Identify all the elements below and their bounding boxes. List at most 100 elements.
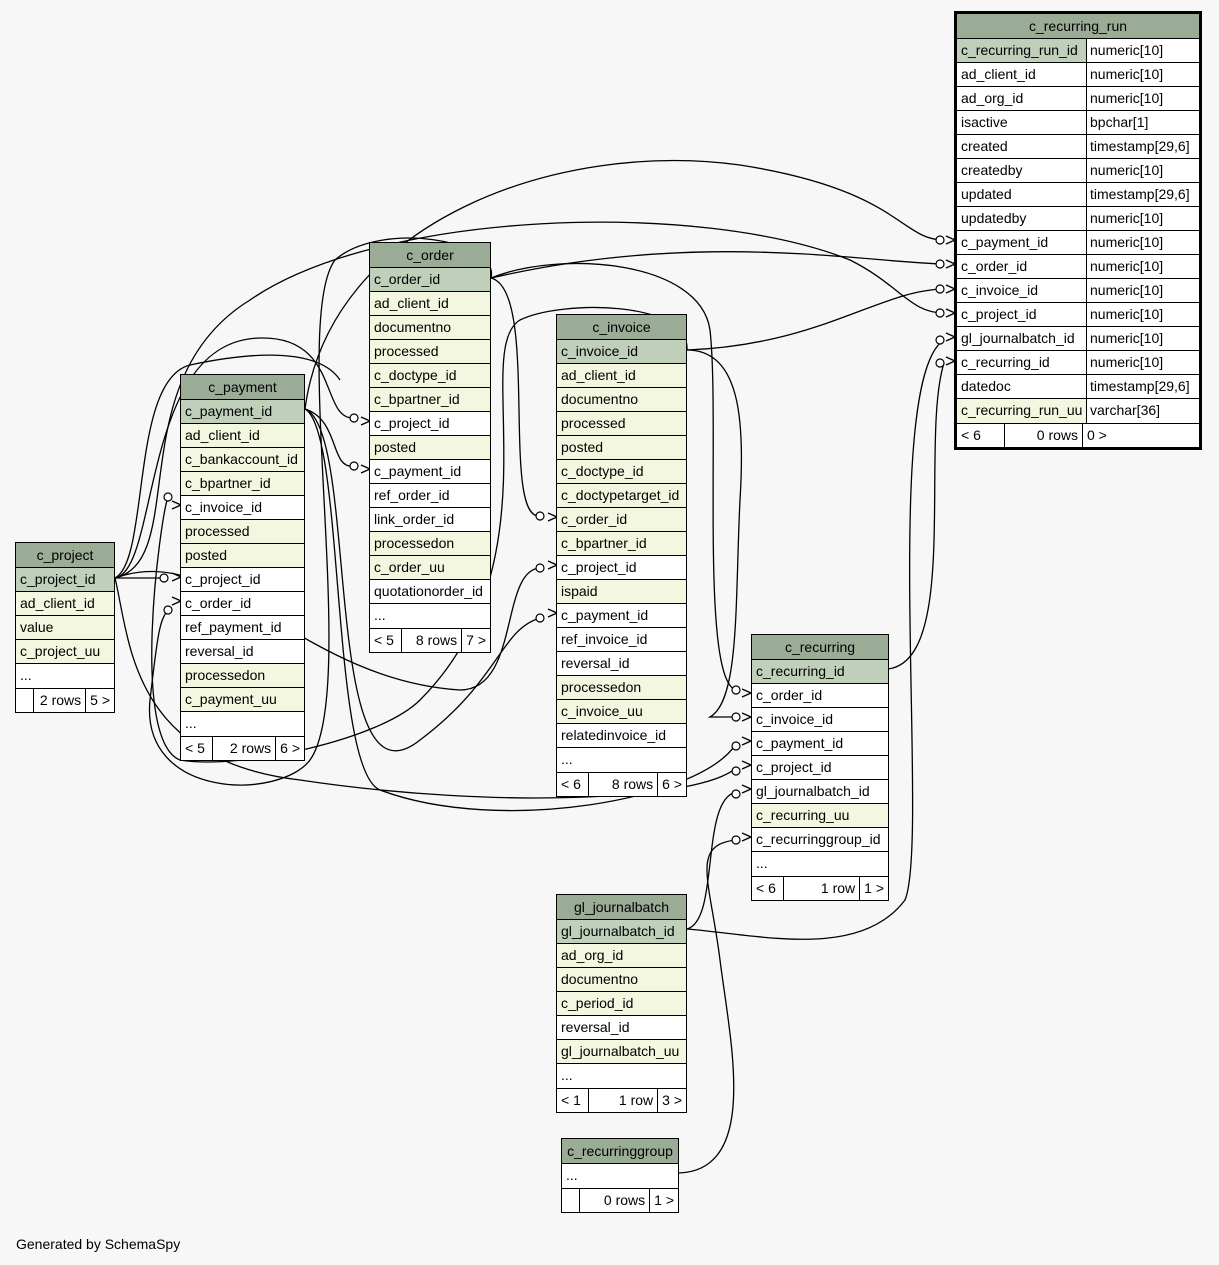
column-row[interactable]: ref_order_id <box>370 484 490 508</box>
column-row[interactable]: ... <box>562 1164 678 1188</box>
column-row[interactable]: c_recurring_uu <box>752 804 888 828</box>
table-header[interactable]: c_order <box>370 243 490 268</box>
column-row[interactable]: c_bpartner_id <box>370 388 490 412</box>
column-row[interactable]: c_payment_id <box>557 604 686 628</box>
column-row[interactable]: c_order_uu <box>370 556 490 580</box>
column-row[interactable]: ref_payment_id <box>181 616 304 640</box>
column-row[interactable]: documentno <box>557 968 686 992</box>
column-row[interactable]: link_order_id <box>370 508 490 532</box>
parents-link[interactable]: < 5 <box>181 737 213 760</box>
column-row[interactable]: c_doctype_id <box>557 460 686 484</box>
column-row[interactable]: posted <box>181 544 304 568</box>
column-row[interactable]: c_invoice_id <box>557 340 686 364</box>
column-row[interactable]: relatedinvoice_id <box>557 724 686 748</box>
parents-link[interactable]: < 1 <box>557 1089 589 1112</box>
column-row[interactable]: processedon <box>181 664 304 688</box>
column-row[interactable]: ad_org_id <box>557 944 686 968</box>
column-row[interactable]: ad_client_id <box>16 592 114 616</box>
column-row[interactable]: ... <box>370 604 490 628</box>
parents-link[interactable]: < 5 <box>370 629 402 652</box>
column-row[interactable]: c_project_id <box>181 568 304 592</box>
table-header[interactable]: c_recurring_run <box>957 14 1199 39</box>
parents-link[interactable]: < 6 <box>752 877 784 900</box>
parents-link[interactable]: < 6 <box>957 424 1005 447</box>
children-link[interactable]: 1 > <box>654 1192 674 1208</box>
column-row[interactable]: c_invoice_id <box>752 708 888 732</box>
column-row[interactable]: c_project_id <box>752 756 888 780</box>
column-row[interactable]: gl_journalbatch_uu <box>557 1040 686 1064</box>
column-row[interactable]: c_project_id <box>370 412 490 436</box>
table-header[interactable]: c_payment <box>181 375 304 400</box>
column-row[interactable]: c_project_uu <box>16 640 114 664</box>
column-row[interactable]: c_bpartner_id <box>557 532 686 556</box>
children-link[interactable]: 5 > <box>90 692 110 708</box>
table-header[interactable]: c_project <box>16 543 114 568</box>
children-link[interactable]: 6 > <box>662 776 682 792</box>
column-row[interactable]: reversal_id <box>181 640 304 664</box>
parents-link[interactable] <box>562 1189 580 1212</box>
column-row[interactable]: c_invoice_id <box>181 496 304 520</box>
column-row[interactable]: c_payment_id <box>370 460 490 484</box>
column-row[interactable]: c_bankaccount_id <box>181 448 304 472</box>
table-header[interactable]: gl_journalbatch <box>557 895 686 920</box>
column-row[interactable]: c_project_id <box>16 568 114 592</box>
column-row[interactable]: gl_journalbatch_id <box>557 920 686 944</box>
column-row[interactable]: c_recurring_id <box>752 660 888 684</box>
parents-link[interactable]: < 6 <box>557 773 589 796</box>
column-row[interactable]: ... <box>181 712 304 736</box>
column-row[interactable]: reversal_id <box>557 652 686 676</box>
column-row[interactable]: c_project_id <box>557 556 686 580</box>
column-row[interactable]: quotationorder_id <box>370 580 490 604</box>
column-row[interactable]: c_bpartner_id <box>181 472 304 496</box>
column-row[interactable]: ... <box>557 1064 686 1088</box>
column-row[interactable]: ad_client_id <box>557 364 686 388</box>
children-link[interactable]: 3 > <box>662 1092 682 1108</box>
children-link[interactable]: 1 > <box>864 880 884 896</box>
column-row[interactable]: ispaid <box>557 580 686 604</box>
column-row[interactable]: gl_journalbatch_id <box>752 780 888 804</box>
table-header[interactable]: c_recurringgroup <box>562 1139 678 1164</box>
column-row[interactable]: c_order_id <box>557 508 686 532</box>
column-row[interactable]: value <box>16 616 114 640</box>
column-row[interactable]: processedon <box>557 676 686 700</box>
table-header[interactable]: c_invoice <box>557 315 686 340</box>
column-row[interactable]: posted <box>557 436 686 460</box>
column-row[interactable]: c_doctype_id <box>370 364 490 388</box>
column-row[interactable]: c_invoice_uu <box>557 700 686 724</box>
column-row[interactable]: c_order_id <box>181 592 304 616</box>
column-row[interactable]: c_doctypetarget_id <box>557 484 686 508</box>
column-row[interactable]: reversal_id <box>557 1016 686 1040</box>
column-row[interactable]: ... <box>752 852 888 876</box>
column-row[interactable]: c_order_id <box>370 268 490 292</box>
column-row[interactable]: processed <box>370 340 490 364</box>
children-link[interactable]: 7 > <box>466 632 486 648</box>
column-row[interactable]: c_payment_id <box>752 732 888 756</box>
column-row[interactable]: documentno <box>370 316 490 340</box>
column-row[interactable]: c_period_id <box>557 992 686 1016</box>
column-row[interactable]: processed <box>181 520 304 544</box>
column-row[interactable]: processed <box>557 412 686 436</box>
column-row[interactable]: c_order_id <box>752 684 888 708</box>
column-row[interactable]: processedon <box>370 532 490 556</box>
column-row[interactable]: ref_invoice_id <box>557 628 686 652</box>
